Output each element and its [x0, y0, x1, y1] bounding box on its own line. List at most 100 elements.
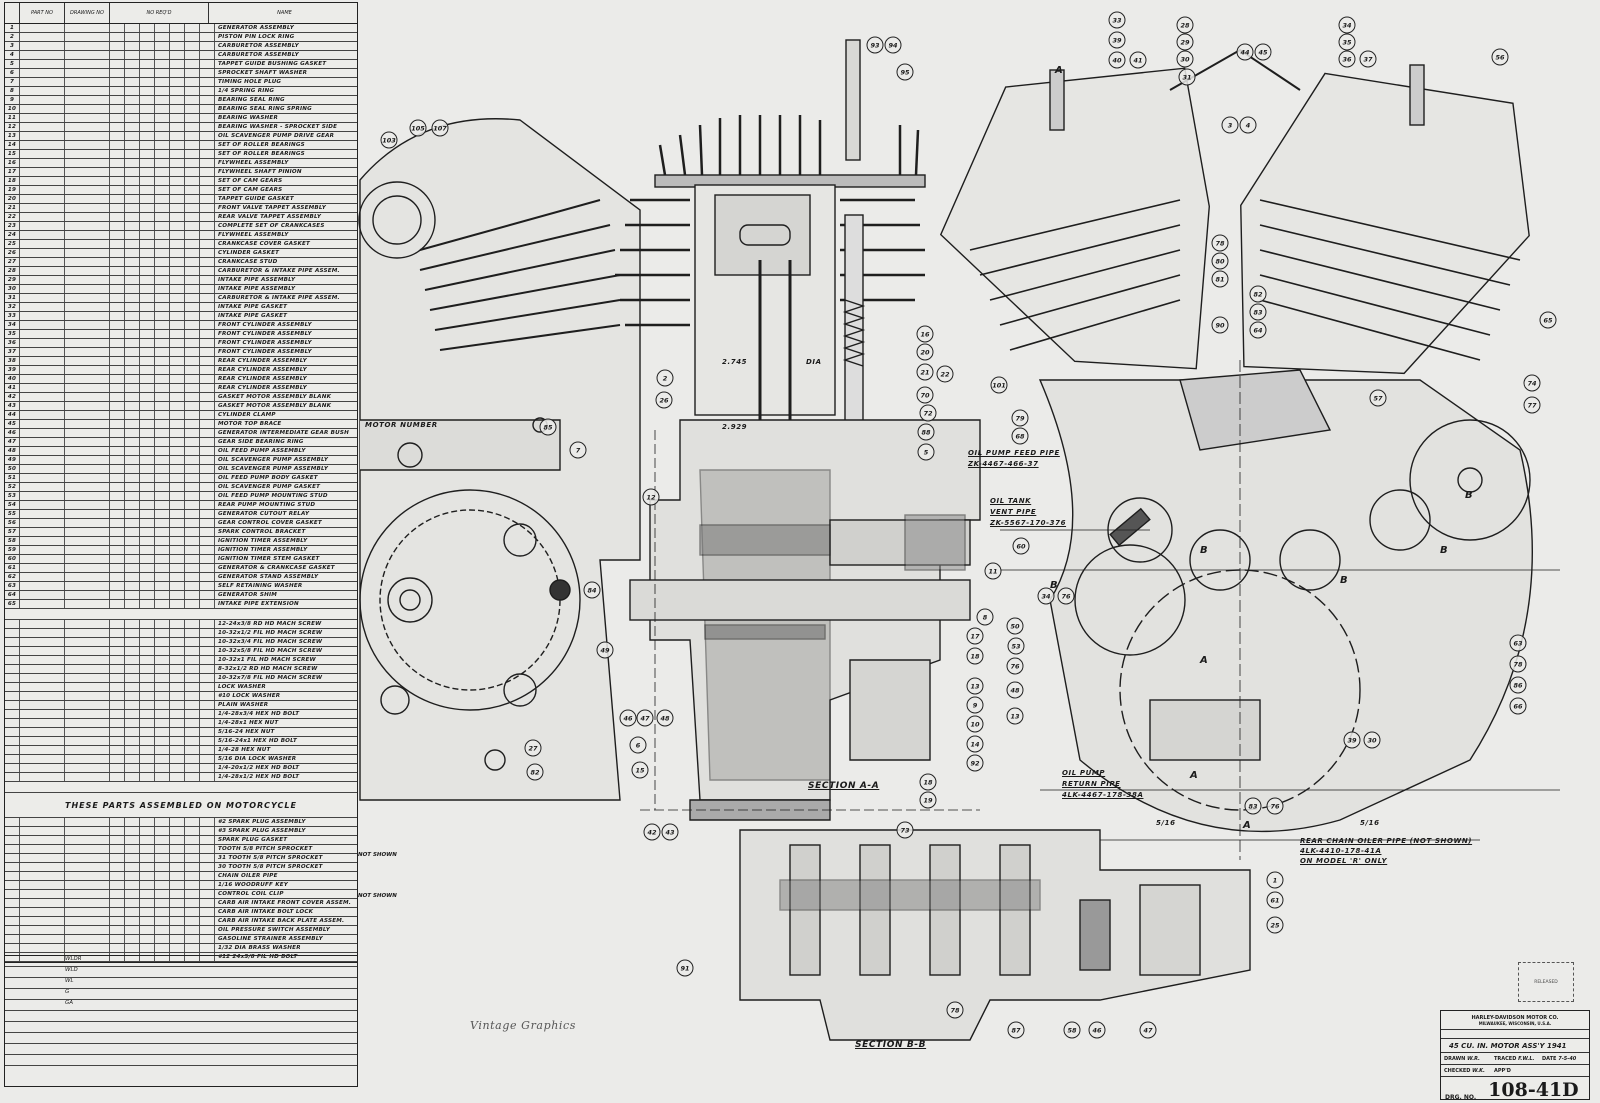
- part-number-cell: [20, 285, 65, 293]
- parts-row: CARB AIR INTAKE BACK PLATE ASSEM.: [5, 917, 357, 926]
- parts-row: CHAIN OILER PIPE: [5, 872, 357, 881]
- item-number: 6: [5, 69, 20, 77]
- qty-cell: [155, 755, 170, 763]
- item-name: 10-32x1/2 FIL HD MACH SCREW: [218, 630, 323, 636]
- qty-cell: [125, 384, 140, 392]
- part-number-cell: [20, 863, 65, 871]
- parts-row: 10-32x5/8 FIL HD MACH SCREW: [5, 647, 357, 656]
- qty-cell: [200, 357, 215, 365]
- part-number-cell: [20, 755, 65, 763]
- qty-cell: [185, 881, 200, 889]
- qty-cell: [155, 51, 170, 59]
- qty-cell: [170, 42, 185, 50]
- drawing-number-cell: [65, 737, 110, 745]
- callout-bubble: 30: [1363, 731, 1381, 749]
- item-name: CARB AIR INTAKE BOLT LOCK: [218, 909, 314, 915]
- qty-cell: [125, 537, 140, 545]
- drawing-number-cell: [65, 591, 110, 599]
- qty-cell: [200, 935, 215, 943]
- qty-cell: [185, 150, 200, 158]
- qty-cell: [155, 105, 170, 113]
- qty-cell: [200, 483, 215, 491]
- qty-cell: [140, 546, 155, 554]
- qty-cell: [170, 312, 185, 320]
- qty-cell: [185, 683, 200, 691]
- parts-row: CARB AIR INTAKE FRONT COVER ASSEM.: [5, 899, 357, 908]
- qty-cell: [110, 168, 125, 176]
- drawing-number-cell: [65, 863, 110, 871]
- qty-cell: [170, 321, 185, 329]
- drawing-number-cell: [65, 638, 110, 646]
- qty-cell: [155, 519, 170, 527]
- qty-cell: [170, 845, 185, 853]
- callout-bubble: 13: [966, 677, 984, 695]
- qty-cell: [200, 267, 215, 275]
- qty-cell: [200, 629, 215, 637]
- traced-value: F.W.L.: [1518, 1055, 1535, 1062]
- drawing-number-cell: [65, 917, 110, 925]
- traced-label: TRACED: [1494, 1055, 1517, 1062]
- qty-cell: [125, 456, 140, 464]
- qty-cell: [110, 600, 125, 608]
- item-name: LOCK WASHER: [218, 684, 266, 690]
- callout-bubble: 105: [409, 119, 427, 137]
- qty-cell: [155, 465, 170, 473]
- drawing-number-cell: [65, 773, 110, 781]
- item-number: 25: [5, 240, 20, 248]
- callout-bubble: 39: [1108, 31, 1126, 49]
- drawing-number-cell: [65, 692, 110, 700]
- qty-cell: [185, 357, 200, 365]
- qty-cell: [200, 258, 215, 266]
- qty-cell: [170, 728, 185, 736]
- qty-cell: [125, 420, 140, 428]
- model-row: WLD: [5, 967, 357, 978]
- part-number-cell: [20, 105, 65, 113]
- part-number-cell: [20, 564, 65, 572]
- qty-cell: [110, 555, 125, 563]
- item-name: TIMING HOLE PLUG: [218, 79, 282, 85]
- qty-cell: [110, 240, 125, 248]
- qty-cell: [110, 438, 125, 446]
- qty-cell: [125, 132, 140, 140]
- qty-cell: [140, 674, 155, 682]
- item-name: GASOLINE STRAINER ASSEMBLY: [218, 936, 323, 942]
- item-name: FRONT CYLINDER ASSEMBLY: [218, 340, 312, 346]
- item-name: FLYWHEEL SHAFT PINION: [218, 169, 302, 175]
- qty-cell: [155, 348, 170, 356]
- callout-bubble: 16: [916, 325, 934, 343]
- qty-cell: [125, 312, 140, 320]
- qty-cell: [200, 87, 215, 95]
- qty-cell: [170, 87, 185, 95]
- drawing-number-cell: [65, 249, 110, 257]
- qty-cell: [170, 267, 185, 275]
- parts-row: 1/4-28x3/4 HEX HD BOLT: [5, 710, 357, 719]
- qty-cell: [140, 827, 155, 835]
- part-number-cell: [20, 872, 65, 880]
- callout-bubble: 74: [1523, 374, 1541, 392]
- item-number: 64: [5, 591, 20, 599]
- qty-cell: [200, 944, 215, 952]
- qty-cell: [185, 510, 200, 518]
- header-no: [5, 3, 20, 23]
- label-line: VENT PIPE: [990, 508, 1037, 516]
- item-name: OIL FEED PUMP BODY GASKET: [218, 475, 318, 481]
- qty-cell: [170, 33, 185, 41]
- item-name: CRANKCASE COVER GASKET: [218, 241, 311, 247]
- item-number: 27: [5, 258, 20, 266]
- qty-cell: [170, 96, 185, 104]
- part-number-cell: [20, 96, 65, 104]
- qty-cell: [140, 656, 155, 664]
- qty-cell: [110, 935, 125, 943]
- qty-cell: [185, 105, 200, 113]
- qty-cell: [155, 420, 170, 428]
- item-number: 41: [5, 384, 20, 392]
- qty-cell: [200, 845, 215, 853]
